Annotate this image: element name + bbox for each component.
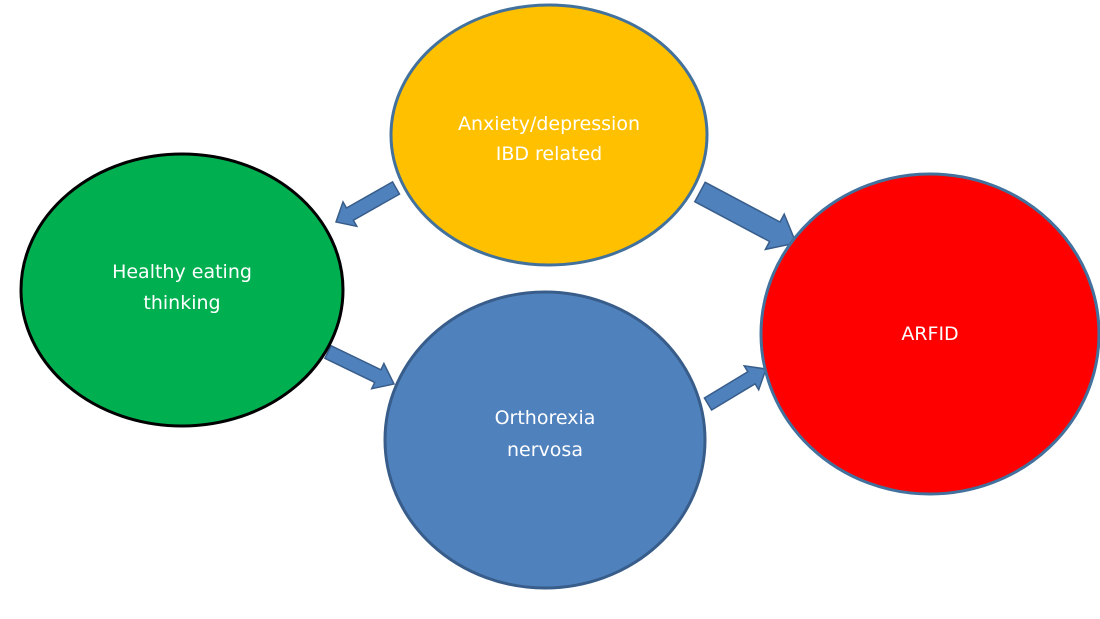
node-orthorexia: Orthorexia nervosa xyxy=(383,290,707,590)
arrow-healthy-to-orthorexia xyxy=(323,344,396,390)
node-arfid: ARFID xyxy=(759,172,1100,496)
node-healthy-eating-label-line-2: thinking xyxy=(143,292,220,314)
node-healthy-eating-label-line-1: Healthy eating xyxy=(112,261,252,283)
node-healthy-eating: Healthy eating thinking xyxy=(19,152,345,428)
edges-layer xyxy=(323,180,798,412)
arrow-anxiety-to-healthy xyxy=(335,180,401,228)
node-anxiety-label-line-1: Anxiety/depression xyxy=(458,113,640,135)
arrow-orthorexia-to-arfid xyxy=(703,364,768,412)
node-anxiety: Anxiety/depression IBD related xyxy=(389,3,709,267)
node-orthorexia-label-line-2: nervosa xyxy=(507,439,583,461)
node-arfid-label: ARFID xyxy=(901,323,958,345)
node-anxiety-circle xyxy=(389,3,709,267)
node-anxiety-label-line-2: IBD related xyxy=(496,143,603,165)
node-orthorexia-label-line-1: Orthorexia xyxy=(495,407,596,429)
node-arfid-circle xyxy=(759,172,1100,496)
node-healthy-eating-circle xyxy=(19,152,345,428)
node-orthorexia-circle xyxy=(383,290,707,590)
arrow-anxiety-to-arfid xyxy=(693,181,798,251)
